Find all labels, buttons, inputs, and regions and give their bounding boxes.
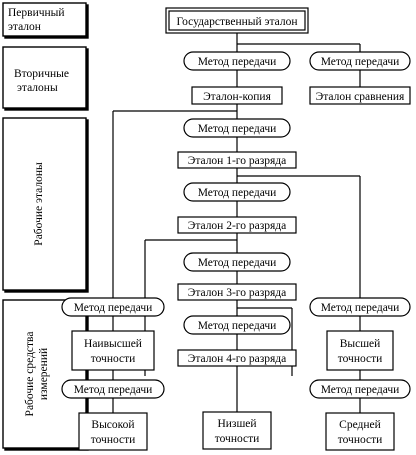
high-accuracy-line2: точности [338,353,383,365]
node-transfer-method-3: Метод передачи [183,182,291,202]
highest-accuracy-line1: Наивысшей [84,338,142,350]
comparison-standard-label: Эталон сравнения [316,91,405,103]
node-rank1-standard: Эталон 1-го разряда [177,151,297,169]
side-box-primary [2,2,87,37]
side-box-working [2,117,87,291]
transfer-method-label: Метод передачи [74,302,153,314]
transfer-method-label: Метод передачи [198,320,277,332]
transfer-method-label: Метод передачи [74,384,153,396]
node-highest-accuracy: Наивысшей точности [71,330,155,371]
side-label-instruments-line2: измерений [38,348,50,400]
node-transfer-method-right-1: Метод передачи [309,297,411,317]
node-comparison-standard: Эталон сравнения [309,86,411,105]
node-transfer-method-5: Метод передачи [183,315,291,335]
rank4-label: Эталон 4-го разряда [188,353,287,365]
side-label-primary-line1: Первичный [8,7,65,19]
lowest-accuracy-line1: Низшей [217,418,256,430]
side-label-working: Рабочие эталоны [33,162,45,246]
medium-accuracy-line2: точности [338,434,383,446]
transfer-method-label: Метод передачи [321,302,400,314]
node-transfer-method-left-2: Метод передачи [61,379,165,399]
state-standard-label: Государственный эталон [177,16,298,28]
transfer-method-label: Метод передачи [321,384,400,396]
transfer-method-label: Метод передачи [198,123,277,135]
elevated-accuracy-line2: точности [91,434,136,446]
node-elevated-accuracy: Высокой точности [78,412,148,451]
side-label-instruments-line1: Рабочие средства [24,332,36,417]
highest-accuracy-line2: точности [91,353,136,365]
node-transfer-method-left-1: Метод передачи [61,297,165,317]
transfer-method-label: Метод передачи [198,257,277,269]
elevated-accuracy-line1: Высокой [91,419,134,431]
side-label-primary-line2: эталон [8,21,41,33]
node-transfer-method-1a: Метод передачи [183,51,291,71]
high-accuracy-line1: Высшей [340,338,381,350]
side-label-secondary-line2: эталоны [17,82,58,94]
rank1-label: Эталон 1-го разряда [188,155,287,167]
rank2-label: Эталон 2-го разряда [188,220,287,232]
node-rank3-standard: Эталон 3-го разряда [177,283,297,301]
lowest-accuracy-line2: точности [215,433,260,445]
side-label-secondary-line1: Вторичные [14,68,69,80]
node-lowest-accuracy: Низшей точности [202,411,272,450]
node-high-accuracy: Высшей точности [326,330,394,371]
copy-standard-label: Эталон-копия [203,91,271,103]
node-medium-accuracy: Средней точности [325,412,395,451]
node-transfer-method-right-2: Метод передачи [309,379,411,399]
node-rank4-standard: Эталон 4-го разряда [177,349,297,367]
transfer-method-label: Метод передачи [198,187,277,199]
node-state-standard: Государственный эталон [165,7,309,34]
medium-accuracy-line1: Средней [339,419,381,431]
side-box-secondary [2,46,87,109]
node-copy-standard: Эталон-копия [191,86,283,105]
side-box-instruments [2,299,87,449]
node-rank2-standard: Эталон 2-го разряда [177,216,297,234]
transfer-method-label: Метод передачи [198,56,277,68]
connectors [112,32,361,413]
node-transfer-method-1b: Метод передачи [309,51,411,71]
rank3-label: Эталон 3-го разряда [188,287,287,299]
transfer-method-label: Метод передачи [321,56,400,68]
node-transfer-method-4: Метод передачи [183,252,291,272]
node-transfer-method-2: Метод передачи [183,118,291,138]
